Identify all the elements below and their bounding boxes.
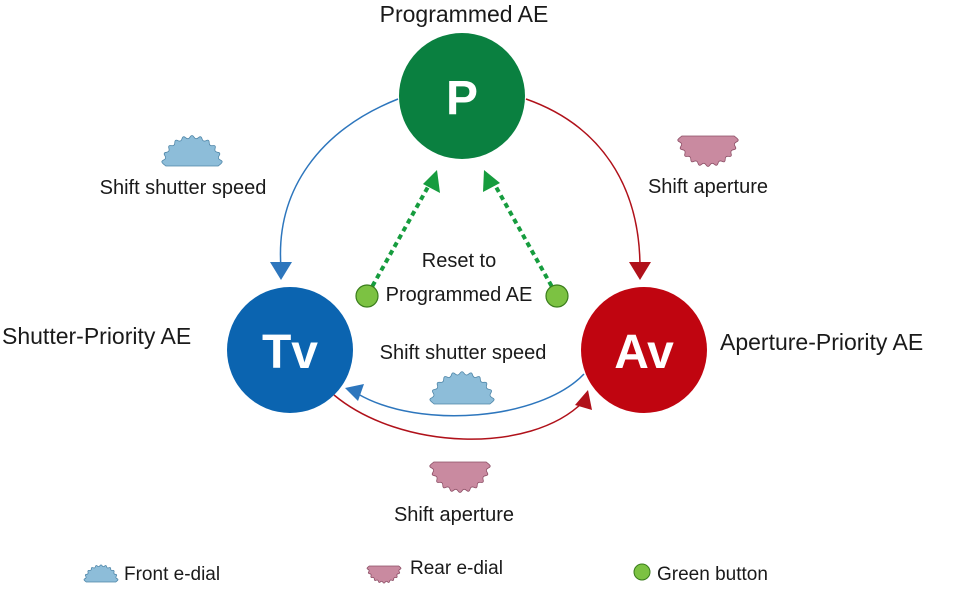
- edge-label-p-to-av: Shift aperture: [648, 176, 768, 198]
- legend-rear-label: Rear e-dial: [410, 558, 503, 579]
- edge-av-to-tv-arrowhead: [345, 384, 364, 401]
- rear-dial-shape: [429, 461, 491, 493]
- green-button-dot-left: [355, 284, 379, 308]
- legend-green-label: Green button: [657, 564, 768, 585]
- front-dial-icon: [161, 135, 223, 167]
- green-button-dot-right: [545, 284, 569, 308]
- legend-front-label: Front e-dial: [124, 564, 220, 585]
- edge-p-to-tv: [279, 98, 399, 269]
- rear-dial-icon: [429, 461, 491, 493]
- reset-arrowhead-right: [483, 170, 500, 192]
- front-dial-shape: [83, 564, 119, 583]
- shutter-priority-label: Shutter-Priority AE: [2, 323, 191, 349]
- front-dial-shape: [429, 371, 495, 405]
- aperture-priority-node: [581, 287, 707, 413]
- reset-label-line2: Programmed AE: [386, 284, 533, 306]
- edge-label-p-to-tv: Shift shutter speed: [100, 177, 267, 199]
- reset-arrowhead-left: [423, 170, 440, 193]
- edge-p-to-av-arrowhead: [629, 262, 651, 280]
- programmed-ae-node: [399, 33, 525, 159]
- front-dial-icon: [83, 564, 119, 583]
- edge-p-to-av: [525, 98, 641, 269]
- aperture-priority-label: Aperture-Priority AE: [720, 329, 923, 355]
- rear-dial-shape: [366, 565, 402, 584]
- rear-dial-icon: [677, 135, 739, 167]
- reset-arrow-from-tv: [366, 177, 435, 295]
- front-dial-icon: [429, 371, 495, 405]
- legend-green-button-icon: [633, 563, 651, 581]
- edge-label-tv-to-av: Shift aperture: [394, 504, 514, 526]
- front-dial-shape: [161, 135, 223, 167]
- programmed-ae-symbol: P: [446, 72, 478, 125]
- rear-dial-icon: [366, 565, 402, 584]
- edge-p-to-tv-arrowhead: [270, 262, 292, 280]
- edge-tv-to-av: [333, 394, 584, 440]
- edge-tv-to-av-arrowhead: [575, 390, 592, 410]
- aperture-priority-symbol: Av: [614, 326, 674, 379]
- programmed-ae-label: Programmed AE: [380, 1, 549, 27]
- reset-arrow-from-av: [489, 177, 558, 295]
- edge-av-to-tv: [357, 373, 585, 417]
- rear-dial-shape: [677, 135, 739, 167]
- shutter-priority-node: [227, 287, 353, 413]
- shutter-priority-symbol: Tv: [262, 326, 318, 379]
- reset-label-line1: Reset to: [422, 250, 496, 272]
- edge-label-av-to-tv: Shift shutter speed: [380, 342, 547, 364]
